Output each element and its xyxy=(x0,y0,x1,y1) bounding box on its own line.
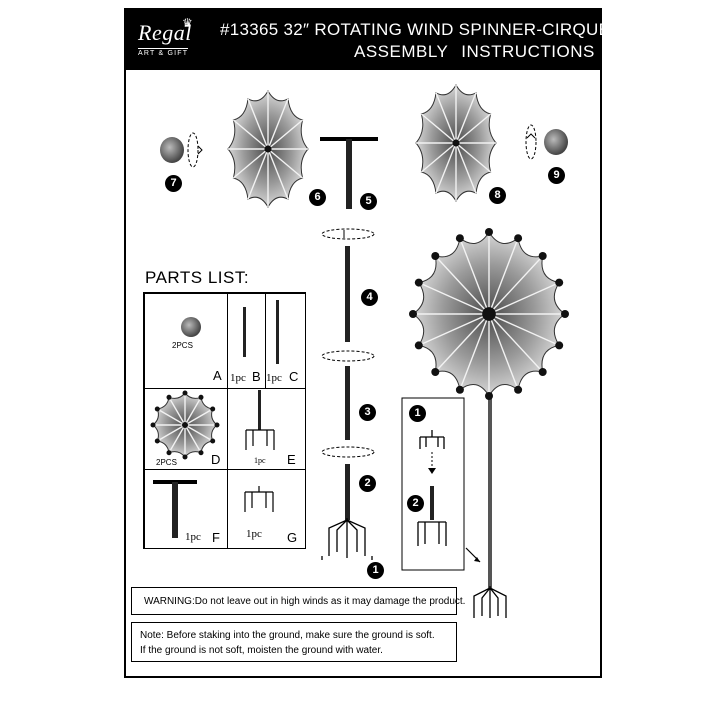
note-box: Note: Before staking into the ground, ma… xyxy=(131,622,457,662)
step-marker-5: 5 xyxy=(360,193,377,210)
letter-b: B xyxy=(252,369,261,384)
qty-b: 1pc xyxy=(230,372,246,384)
step-marker-1: 1 xyxy=(367,562,384,579)
detail-box xyxy=(401,397,481,571)
letter-g: G xyxy=(287,530,298,545)
assembled-spinner xyxy=(409,228,569,618)
step-marker-8: 8 xyxy=(489,187,506,204)
step-marker-2: 2 xyxy=(359,475,376,492)
spinner-wheel-back xyxy=(415,83,497,203)
letter-a: A xyxy=(213,368,222,383)
parts-list-grid xyxy=(143,292,306,549)
letter-e: E xyxy=(287,452,296,467)
logo-wordmark: Regal xyxy=(138,20,192,45)
t-bar-part xyxy=(320,137,378,209)
stake-rod-icon xyxy=(245,390,275,450)
step-marker-3: 3 xyxy=(359,404,376,421)
ball-finial-right xyxy=(525,124,568,160)
ground-stake-icon xyxy=(244,486,274,512)
spinner-wheel-front xyxy=(227,89,309,209)
exploded-pole xyxy=(321,228,375,560)
product-title: #13365 32″ ROTATING WIND SPINNER-CIRQUE xyxy=(220,20,611,39)
ball-finial-left xyxy=(160,132,203,168)
letter-f: F xyxy=(212,530,220,545)
long-rod-icon xyxy=(276,300,279,364)
letter-d: D xyxy=(211,452,221,467)
brand-logo: Regal ♛ ART & GIFT xyxy=(138,14,204,66)
detail-step-2: 2 xyxy=(407,495,424,512)
spinner-wheel-icon xyxy=(150,390,220,460)
t-bar-icon xyxy=(153,480,197,538)
parts-list-title: PARTS LIST: xyxy=(145,268,250,287)
step-marker-7: 7 xyxy=(165,175,182,192)
step-marker-9: 9 xyxy=(548,167,565,184)
step-marker-4: 4 xyxy=(361,289,378,306)
warning-box: WARNING:Do not leave out in high winds a… xyxy=(131,587,465,615)
instructions-title: ASSEMBLY INSTRUCTIONS xyxy=(354,42,595,61)
qty-a: 2PCS xyxy=(172,341,193,350)
note-line-1: Note: Before staking into the ground, ma… xyxy=(140,630,435,641)
qty-c: 1pc xyxy=(266,372,282,384)
short-rod-icon xyxy=(243,307,246,357)
part-cell-g xyxy=(227,469,306,549)
header-bar: Regal ♛ ART & GIFT #13365 32″ ROTATING W… xyxy=(124,8,610,70)
qty-g: 1pc xyxy=(246,528,262,540)
ball-finial-icon xyxy=(181,317,201,337)
qty-e: 1pc xyxy=(254,456,266,465)
qty-f: 1pc xyxy=(185,531,201,543)
logo-tagline: ART & GIFT xyxy=(138,48,189,57)
letter-c: C xyxy=(289,369,299,384)
detail-step-1: 1 xyxy=(409,405,426,422)
step-marker-6: 6 xyxy=(309,189,326,206)
qty-d: 2PCS xyxy=(156,458,177,467)
note-line-2: If the ground is not soft, moisten the g… xyxy=(140,645,383,656)
crown-icon: ♛ xyxy=(182,16,193,30)
warning-text: WARNING:Do not leave out in high winds a… xyxy=(144,596,466,607)
